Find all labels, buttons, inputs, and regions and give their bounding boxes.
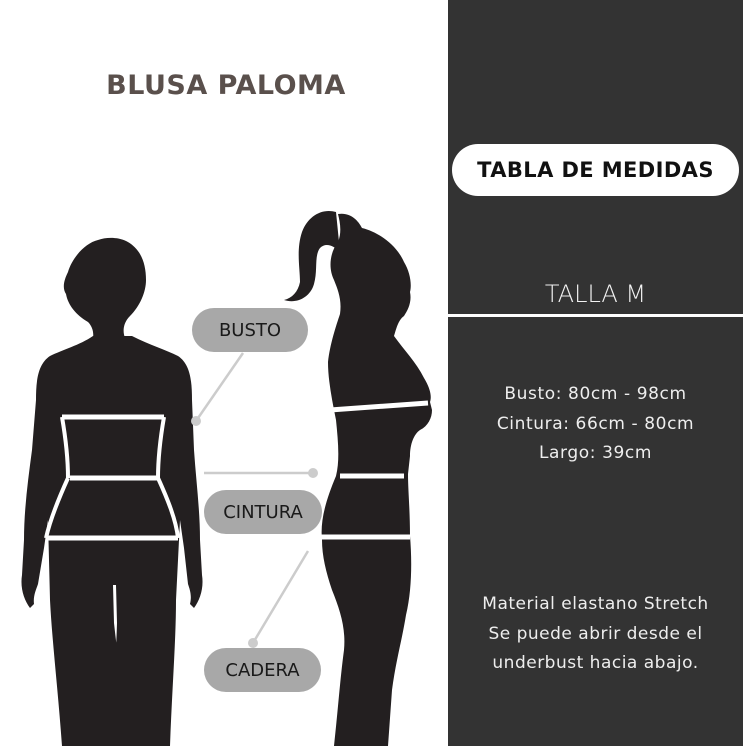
leader-lines [191,352,318,648]
panel-edge [743,0,746,746]
body-diagram [21,210,432,746]
product-title: BLUSA PALOMA [106,70,346,101]
front-body-silhouette-icon [21,237,203,746]
note-line: underbust hacia abajo. [492,653,699,673]
side-measure-lines [318,400,429,540]
material-notes: Material elastano Stretch Se puede abrir… [448,590,743,679]
bust-label-pill: BUSTO [192,308,308,352]
front-measure-lines [44,414,180,541]
note-line: Material elastano Stretch [482,594,709,614]
measurement-length: Largo: 39cm [538,443,653,463]
bust-label: BUSTO [218,319,282,341]
measurements-list: Busto: 80cm - 98cm Cintura: 66cm - 80cm … [448,380,743,469]
divider [448,314,743,317]
waist-label-pill: CINTURA [204,490,322,534]
size-chart-header: TABLA DE MEDIDAS [477,158,714,182]
measurement-waist: Cintura: 66cm - 80cm [496,413,695,434]
note-line: Se puede abrir desde el [488,623,703,644]
measurement-bust: Busto: 80cm - 98cm [504,384,687,404]
size-label: TALLA M [544,280,647,308]
size-chart-panel [448,0,743,746]
hip-label-pill: CADERA [204,648,321,692]
side-profile-silhouette-icon [284,210,432,746]
hip-label: CADERA [225,659,300,681]
size-chart-header-pill: TABLA DE MEDIDAS [452,144,739,196]
waist-label: CINTURA [223,501,303,523]
